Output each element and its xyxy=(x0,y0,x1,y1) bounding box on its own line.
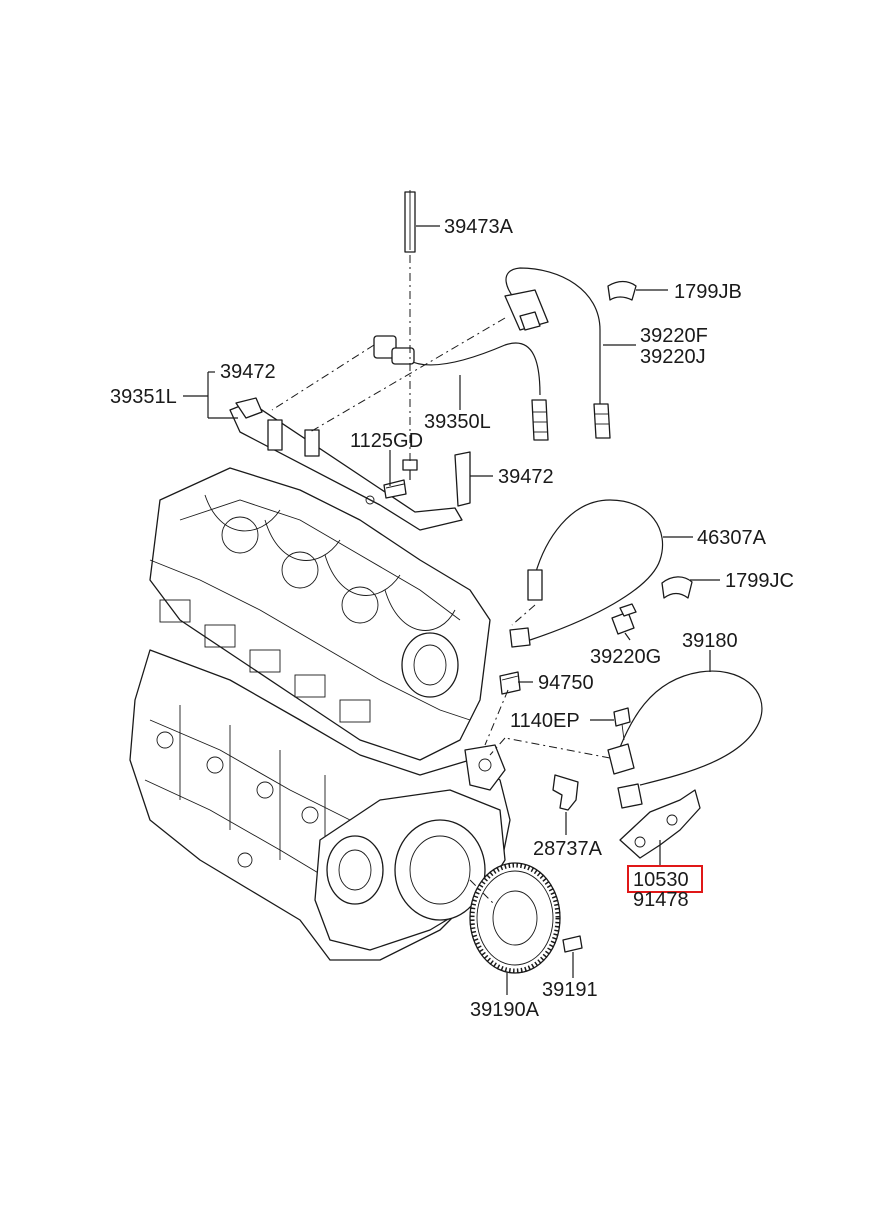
label-39473A: 39473A xyxy=(444,216,514,238)
label-39472-mid: 39472 xyxy=(498,466,554,488)
label-46307A: 46307A xyxy=(697,527,767,549)
plug-94750 xyxy=(499,671,521,695)
label-1799JC: 1799JC xyxy=(725,570,794,592)
label-94750: 94750 xyxy=(538,672,594,694)
sensor-rod-39473A xyxy=(404,190,416,253)
label-39351L: 39351L xyxy=(110,386,177,408)
assembly-lines xyxy=(271,255,611,906)
label-1125GD: 1125GD xyxy=(350,430,423,452)
label-39472-top: 39472 xyxy=(220,361,276,383)
label-39220F: 39220F xyxy=(640,325,708,347)
engine-block xyxy=(129,467,511,961)
bolt-1140EP xyxy=(613,707,631,741)
oxygen-sensor-39220F xyxy=(504,267,611,439)
bracket-28737A xyxy=(552,774,579,811)
label-28737A: 28737A xyxy=(533,838,603,860)
sensor-39220G xyxy=(611,603,637,635)
part-labels: 39473A 1799JB 39220F 39220J 39472 39351L… xyxy=(110,216,794,1021)
sensor-rail-39351L xyxy=(229,397,471,531)
label-91478: 91478 xyxy=(633,889,689,911)
sensor-39180 xyxy=(607,670,763,809)
clip-1799JC xyxy=(661,576,693,599)
label-39220J: 39220J xyxy=(640,346,706,368)
oxygen-sensor-39350L xyxy=(373,335,549,480)
label-1799JB: 1799JB xyxy=(674,281,742,303)
highlight-box-10530 xyxy=(627,865,703,893)
harness-46307A xyxy=(509,499,664,648)
leader-lines xyxy=(183,225,720,995)
label-39220G: 39220G xyxy=(590,646,661,668)
label-39191: 39191 xyxy=(542,979,598,1001)
label-39350L: 39350L xyxy=(424,411,491,433)
clip-1799JB xyxy=(607,280,637,301)
bolt-39191 xyxy=(562,935,583,953)
ring-gear-39190A xyxy=(469,862,561,974)
bolt-1125GD xyxy=(383,479,407,499)
label-10530: 10530 xyxy=(633,869,689,891)
label-1140EP: 1140EP xyxy=(510,710,580,732)
bracket-10530 xyxy=(619,789,701,859)
label-39190A: 39190A xyxy=(470,999,540,1021)
label-39180: 39180 xyxy=(682,630,738,652)
